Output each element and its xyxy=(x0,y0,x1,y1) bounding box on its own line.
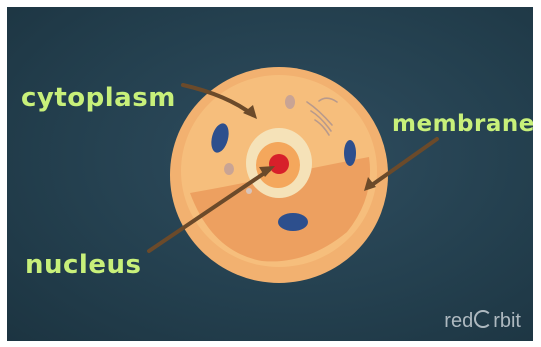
organelle-bottom xyxy=(278,213,308,231)
vesicle-2 xyxy=(246,188,252,194)
orbit-logo-icon xyxy=(474,310,492,328)
label-cytoplasm: cytoplasm xyxy=(21,83,176,113)
organelle-right xyxy=(344,140,356,166)
nucleolus xyxy=(269,154,289,174)
label-membrane: membrane xyxy=(392,111,533,137)
vesicle-1 xyxy=(224,163,234,175)
vesicle-3 xyxy=(285,95,295,109)
label-nucleus: nucleus xyxy=(25,250,141,280)
cell-illustration xyxy=(7,7,533,341)
